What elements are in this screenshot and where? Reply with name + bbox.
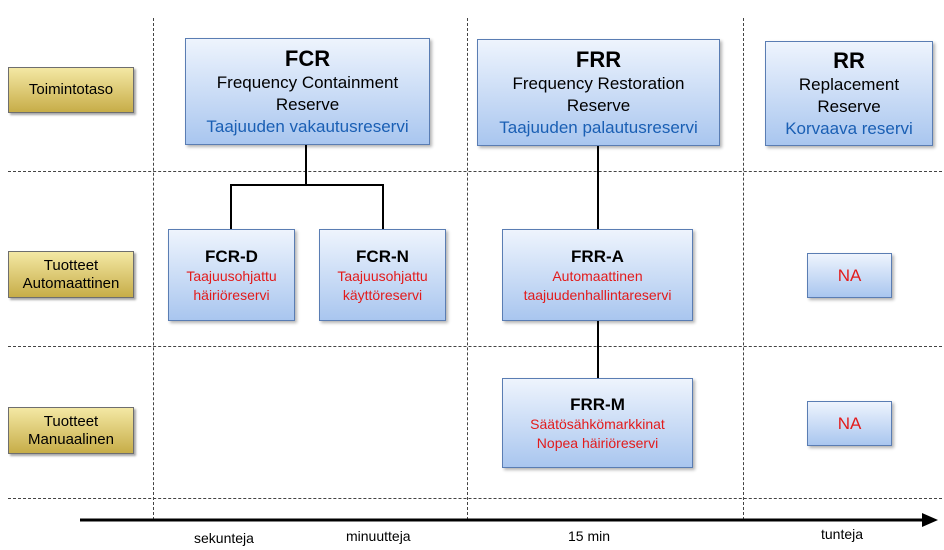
time-label-tunteja: tunteja <box>821 526 864 542</box>
reserve-name: Frequency Containment <box>216 72 399 92</box>
product-code: FCR-N <box>356 246 409 266</box>
reserve-name: Frequency Restoration <box>512 73 685 93</box>
product-description: taajuudenhallintareservi <box>523 286 672 303</box>
row-divider-3 <box>8 498 942 499</box>
product-description: Säätösähkömarkkinat <box>530 415 665 432</box>
reserve-name: Reserve <box>817 96 881 116</box>
reserve-box-rr: RR Replacement Reserve Korvaava reservi <box>765 41 933 146</box>
column-divider-3 <box>743 18 744 520</box>
reserve-name: Reserve <box>566 95 631 115</box>
na-text: NA <box>837 413 862 433</box>
product-code: FRR-M <box>570 394 625 414</box>
na-box-automaattinen: NA <box>807 253 892 298</box>
product-box-fcr-d: FCR-D Taajuusohjattu häiriöreservi <box>168 229 295 321</box>
reserve-finnish-name: Taajuuden palautusreservi <box>499 117 698 137</box>
product-code: FCR-D <box>205 246 258 266</box>
product-description: häiriöreservi <box>193 286 270 303</box>
product-description: Taajuusohjattu <box>186 267 277 284</box>
reserve-box-frr: FRR Frequency Restoration Reserve Taajuu… <box>477 39 720 146</box>
row-label-manuaalinen: Tuotteet Manuaalinen <box>8 407 134 454</box>
reserve-finnish-name: Korvaava reservi <box>785 118 913 138</box>
row-divider-2 <box>8 346 942 347</box>
product-description: Nopea häiriöreservi <box>536 434 659 451</box>
connector-fcr-n <box>382 184 384 229</box>
connector-fcr-down <box>305 145 307 185</box>
connector-fcr-d <box>230 184 232 229</box>
row-label-text: Tuotteet <box>43 412 99 430</box>
connector-frr-m <box>597 320 599 378</box>
time-label-15min: 15 min <box>568 528 611 544</box>
reserve-code: RR <box>833 47 865 73</box>
time-label-minuutteja: minuutteja <box>346 528 411 544</box>
product-box-fcr-n: FCR-N Taajuusohjattu käyttöreservi <box>319 229 446 321</box>
product-description: Automaattinen <box>552 267 643 284</box>
reserve-code: FCR <box>284 45 331 71</box>
row-label-text: Automaattinen <box>22 274 120 292</box>
connector-frr-a <box>597 145 599 229</box>
product-box-frr-m: FRR-M Säätösähkömarkkinat Nopea häiriöre… <box>502 378 693 468</box>
row-label-automaattinen: Tuotteet Automaattinen <box>8 251 134 298</box>
reserve-code: FRR <box>575 46 622 72</box>
reserve-name: Replacement <box>798 74 900 94</box>
product-description: Taajuusohjattu <box>337 267 428 284</box>
reserve-box-fcr: FCR Frequency Containment Reserve Taajuu… <box>185 38 430 145</box>
row-label-text: Manuaalinen <box>28 430 114 448</box>
row-label-toimintotaso: Toimintotaso <box>8 67 134 113</box>
column-divider-2 <box>467 18 468 520</box>
row-label-text: Tuotteet <box>43 256 99 274</box>
row-divider-1 <box>8 171 942 172</box>
na-text: NA <box>837 265 862 285</box>
reserve-finnish-name: Taajuuden vakautusreservi <box>206 116 409 136</box>
na-box-manuaalinen: NA <box>807 401 892 446</box>
connector-fcr-horizontal <box>230 184 384 186</box>
time-label-sekunteja: sekunteja <box>194 530 254 546</box>
reserve-name: Reserve <box>275 94 340 114</box>
product-code: FRR-A <box>571 246 624 266</box>
row-label-text: Toimintotaso <box>28 81 114 98</box>
column-divider-1 <box>153 18 154 520</box>
product-box-frr-a: FRR-A Automaattinen taajuudenhallintares… <box>502 229 693 321</box>
product-description: käyttöreservi <box>342 286 423 303</box>
